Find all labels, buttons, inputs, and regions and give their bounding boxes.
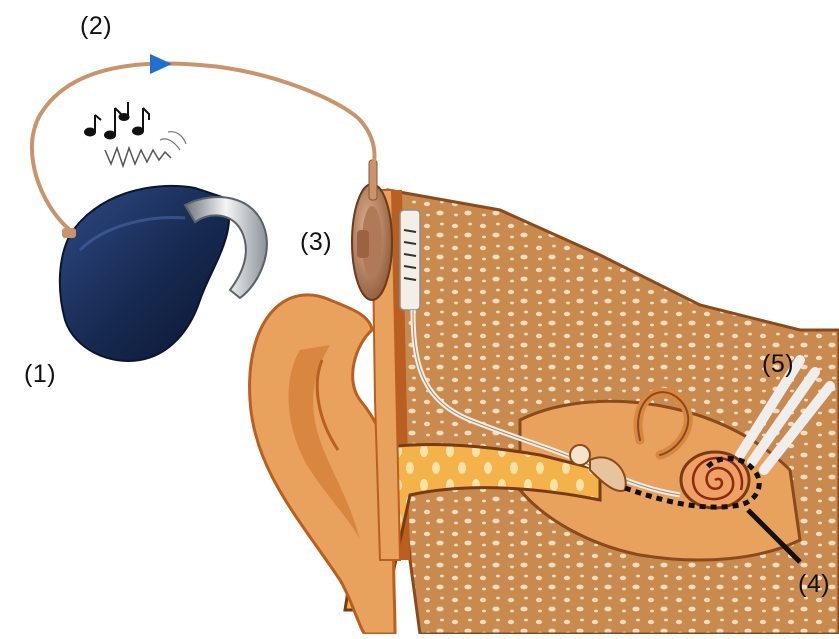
label-electrode: (4) (798, 570, 830, 599)
sound-wave (105, 148, 171, 166)
label-processor: (1) (24, 360, 56, 389)
label-cochlea: (5) (762, 350, 794, 379)
transmitter-coil (352, 160, 392, 300)
label-cable: (2) (80, 12, 112, 41)
implant-receiver (400, 210, 420, 310)
label-transmitter: (3) (300, 228, 332, 257)
malleus (570, 445, 590, 465)
speech-processor (60, 186, 267, 361)
music-notes-icon (85, 102, 149, 139)
signal-arrow (150, 54, 172, 74)
